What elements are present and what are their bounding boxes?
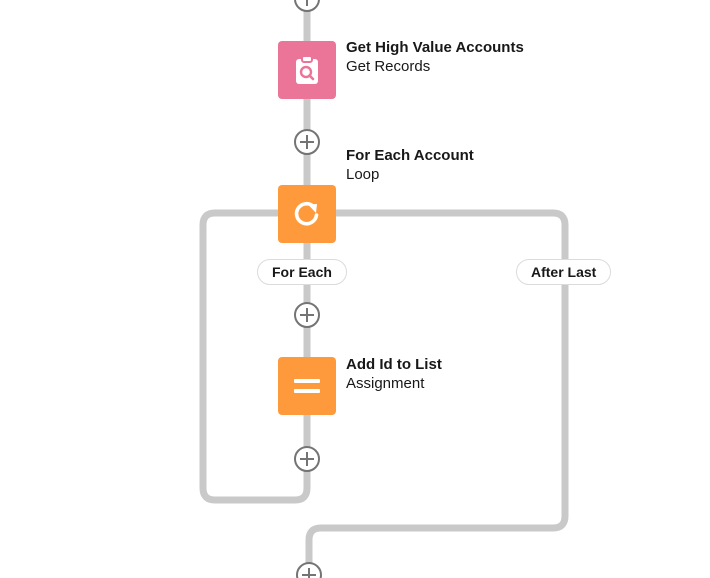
element-title: Add Id to List: [346, 356, 442, 373]
element-title: Get High Value Accounts: [346, 39, 524, 56]
after-last-text: After Last: [531, 264, 597, 280]
plus-icon: [300, 0, 314, 6]
add-element-button-bottom[interactable]: [296, 562, 322, 578]
connector-after-last-path: [305, 209, 569, 578]
connector-body-bottom: [199, 209, 311, 504]
add-element-button[interactable]: [294, 129, 320, 155]
plus-icon: [300, 308, 314, 322]
get-records-label: Get High Value Accounts Get Records: [346, 38, 524, 76]
element-type: Get Records: [346, 58, 431, 75]
get-records-node[interactable]: [278, 41, 336, 99]
plus-icon: [300, 135, 314, 149]
element-type: Loop: [346, 166, 380, 183]
element-type: Assignment: [346, 375, 425, 392]
plus-icon: [302, 568, 316, 578]
assignment-node[interactable]: [278, 357, 336, 415]
after-last-path-label[interactable]: After Last: [516, 259, 612, 285]
assignment-label: Add Id to List Assignment: [346, 355, 442, 393]
clipboard-search-icon: [296, 55, 318, 84]
add-element-button[interactable]: [294, 446, 320, 472]
equals-icon: [294, 379, 320, 393]
for-each-path-label[interactable]: For Each: [257, 259, 347, 285]
plus-icon: [300, 452, 314, 466]
for-each-text: For Each: [272, 264, 332, 280]
add-element-button[interactable]: [294, 302, 320, 328]
loop-node[interactable]: [278, 185, 336, 243]
loop-arrow-icon: [294, 201, 319, 226]
loop-label: For Each Account Loop: [346, 146, 474, 184]
element-title: For Each Account: [346, 147, 474, 164]
